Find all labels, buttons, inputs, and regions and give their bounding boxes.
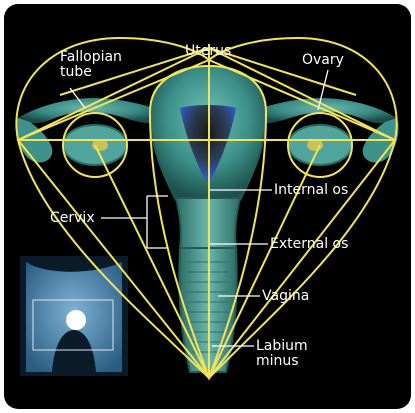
- overlay-inner-arc: [148, 64, 268, 381]
- overlay-top-left-line: [59, 47, 210, 96]
- label-labium-line2: minus: [256, 353, 299, 369]
- label-ovary: Ovary: [302, 52, 344, 68]
- label-fallopian-tube: Fallopian tube: [60, 50, 122, 80]
- label-labium-line1: Labium: [256, 338, 308, 354]
- label-uterus: Uterus: [185, 43, 232, 59]
- label-external-os: External os: [270, 236, 349, 252]
- geometry-overlay: [15, 36, 398, 381]
- label-internal-os: Internal os: [274, 182, 349, 198]
- label-leader-lines: [69, 69, 329, 347]
- overlay-left-diag: [94, 144, 210, 379]
- label-fallopian-line1: Fallopian: [60, 49, 122, 65]
- label-vagina: Vagina: [262, 288, 310, 304]
- label-fallopian-line2: tube: [60, 64, 92, 80]
- overlay-cross-right: [208, 59, 396, 141]
- label-cervix: Cervix: [50, 210, 95, 226]
- overlay-right-diag: [208, 144, 321, 379]
- overlay-right-circle: [287, 112, 353, 178]
- overlay-left-circle: [62, 112, 128, 178]
- inset-location-marker: [66, 310, 86, 330]
- leader-ovary: [317, 69, 329, 111]
- overlay-top-right-line: [208, 47, 357, 96]
- inset-highlight-box: [32, 299, 114, 351]
- label-labium-minus: Labium minus: [256, 339, 308, 369]
- leader-fallopian: [69, 87, 86, 109]
